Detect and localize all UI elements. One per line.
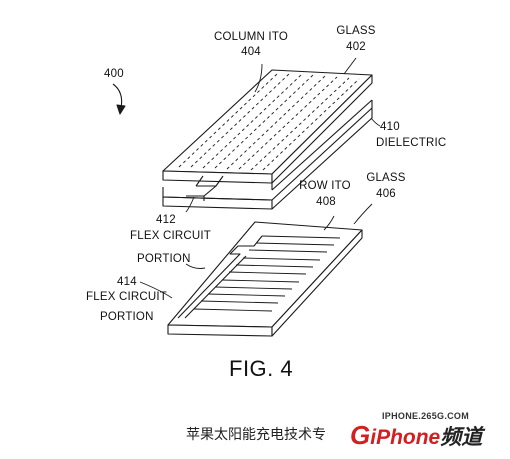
ref-410: 410 [380,121,400,133]
column-ito-label: COLUMN ITO [214,31,288,43]
ref-404: 404 [241,46,261,58]
ref-402: 402 [346,41,366,53]
figure-title: FIG. 4 [229,356,294,381]
watermark-logo-text: iPhone [370,426,441,449]
flex-circuit-412-label: FLEX CIRCUIT [130,230,211,242]
bottom-glass-layer [167,221,363,337]
ref-406: 406 [376,188,396,200]
portion-414-label: PORTION [100,311,154,323]
glass-bottom-label: GLASS [366,172,406,184]
caption-text: 苹果太阳能充电技术专 [186,426,326,442]
leader-lines [139,57,381,299]
flex-circuit-414-label: FLEX CIRCUIT [86,291,167,303]
watermark-logo-g: G [350,420,371,450]
ref-408: 408 [316,196,336,208]
dielectric-layer [162,99,373,210]
watermark-logo: GiPhone频道 [350,420,482,451]
column-ito-lines [178,73,360,171]
ref-414: 414 [117,276,137,288]
top-glass-layer [162,69,373,184]
glass-top-label: GLASS [336,25,376,37]
row-ito-lines [193,235,341,312]
ref-400: 400 [104,68,124,80]
flex-circuit-412 [186,175,224,201]
ref-412: 412 [156,214,176,226]
watermark-url: IPHONE.265G.COM [382,411,470,421]
watermark-logo-cn: 频道 [440,426,483,449]
portion-412-label: PORTION [137,253,191,265]
row-ito-label: ROW ITO [299,180,351,192]
reference-arrow-400 [112,83,126,115]
dielectric-label: DIELECTRIC [376,137,447,149]
